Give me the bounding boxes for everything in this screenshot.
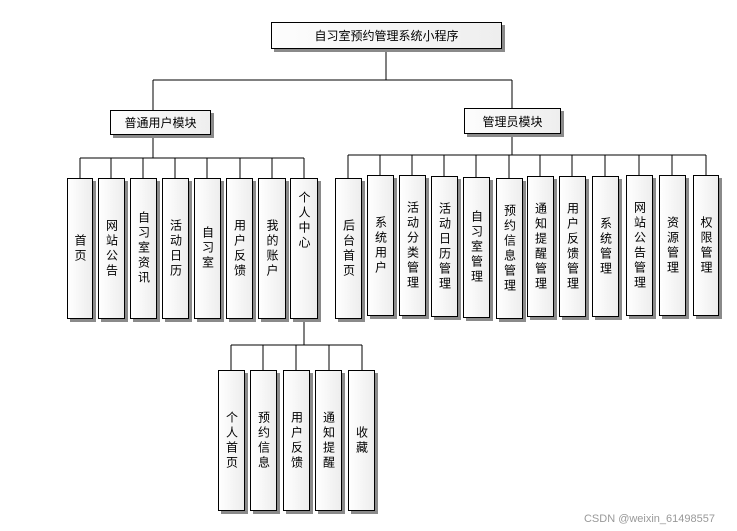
- user-child-studyroom: 自习室: [194, 178, 221, 319]
- node-label: 自习室管理: [469, 210, 484, 285]
- node-label: 活动日历管理: [437, 201, 452, 292]
- personal-child-booking-info: 预约信息: [250, 370, 277, 511]
- node-label: 通知提醒: [321, 410, 336, 471]
- node-label: 系统管理: [598, 216, 613, 277]
- admin-child-booking-info: 预约信息管理: [496, 178, 523, 319]
- personal-child-notifications: 通知提醒: [315, 370, 342, 511]
- node-label: 网站公告: [104, 218, 119, 279]
- admin-child-studyroom: 自习室管理: [463, 177, 490, 318]
- admin-child-feedback: 用户反馈管理: [559, 176, 586, 317]
- node-label: 我的账户: [265, 218, 279, 279]
- watermark: CSDN @weixin_61498557: [583, 513, 715, 525]
- user-child-announcement: 网站公告: [98, 178, 125, 319]
- admin-child-system-settings: 系统管理: [592, 176, 619, 317]
- node-label: 自习室: [200, 226, 215, 271]
- admin-child-activity-calendar: 活动日历管理: [431, 176, 458, 317]
- node-label: 用户反馈: [289, 410, 304, 471]
- node-label: 权限管理: [699, 215, 713, 276]
- admin-child-notifications: 通知提醒管理: [527, 176, 554, 317]
- admin-child-dashboard: 后台首页: [335, 178, 362, 319]
- node-label: 活动日历: [168, 218, 183, 279]
- admin-child-permissions: 权限管理: [693, 175, 719, 316]
- node-label: 个人首页: [224, 410, 239, 471]
- user-child-personal-center: 个人中心: [290, 178, 318, 319]
- node-label: 系统用户: [373, 215, 388, 276]
- node-label: 自习室资讯: [136, 211, 151, 286]
- node-label: 首页: [73, 233, 87, 264]
- node-label: 资源管理: [665, 215, 680, 276]
- personal-child-feedback: 用户反馈: [283, 370, 310, 511]
- personal-child-favorites: 收藏: [348, 370, 375, 511]
- admin-child-activity-category: 活动分类管理: [399, 175, 426, 316]
- node-label: 预约信息: [256, 410, 271, 471]
- user-module-node: 普通用户模块: [110, 110, 211, 135]
- root-label: 自习室预约管理系统小程序: [314, 29, 459, 43]
- admin-module-label: 管理员模块: [482, 114, 543, 129]
- admin-child-system-users: 系统用户: [367, 175, 394, 316]
- node-label: 用户反馈: [232, 218, 247, 279]
- user-child-activity-calendar: 活动日历: [162, 178, 189, 319]
- user-child-my-account: 我的账户: [258, 178, 286, 319]
- node-label: 预约信息管理: [502, 203, 517, 294]
- user-child-studyroom-news: 自习室资讯: [130, 178, 157, 319]
- node-label: 活动分类管理: [405, 200, 420, 291]
- node-label: 网站公告管理: [632, 200, 647, 291]
- node-label: 个人中心: [297, 191, 311, 251]
- node-label: 通知提醒管理: [533, 201, 548, 292]
- admin-child-announcements: 网站公告管理: [626, 175, 653, 316]
- root-node: 自习室预约管理系统小程序: [271, 22, 502, 49]
- user-child-home: 首页: [67, 178, 93, 319]
- user-module-label: 普通用户模块: [124, 116, 197, 130]
- personal-child-home: 个人首页: [218, 370, 245, 511]
- node-label: 后台首页: [341, 218, 356, 279]
- admin-module-node: 管理员模块: [464, 108, 561, 134]
- node-label: 用户反馈管理: [565, 201, 580, 292]
- admin-child-resources: 资源管理: [659, 175, 686, 316]
- user-child-feedback: 用户反馈: [226, 178, 253, 319]
- node-label: 收藏: [354, 425, 369, 456]
